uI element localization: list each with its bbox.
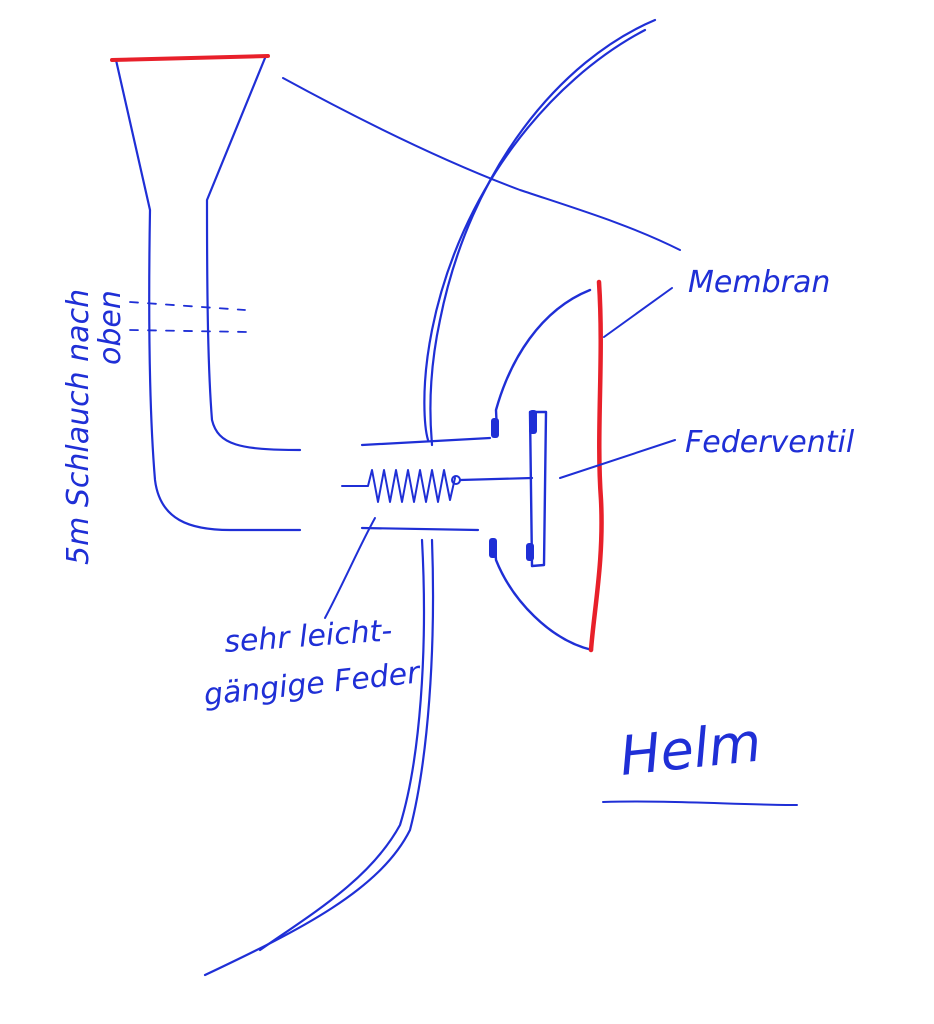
spring-note-line1: sehr leicht- xyxy=(223,613,393,660)
valve-tube xyxy=(360,436,492,532)
membrane-housing xyxy=(489,288,594,652)
helmet-shell-lower-inner xyxy=(203,538,435,977)
housing-upper-curve xyxy=(494,288,592,434)
housing-lower-curve xyxy=(493,543,594,652)
leader-feder xyxy=(324,517,376,619)
hose-note-line1: 5m Schlauch nach xyxy=(61,289,96,565)
helm-underline xyxy=(602,800,798,806)
housing-lower-lip xyxy=(489,538,497,558)
federventil-label: Federventil xyxy=(685,425,855,460)
leader-membran-long xyxy=(282,77,681,251)
helmet-shell-outer-curve xyxy=(423,28,647,442)
funnel-left-wall xyxy=(114,58,302,532)
spring-end-knot xyxy=(451,475,461,485)
helmet-shell-lower-outer xyxy=(258,538,426,952)
leader-membran-short xyxy=(603,287,673,338)
membran-label: Membran xyxy=(688,265,830,300)
plate-lower-cap xyxy=(526,543,534,561)
funnel-rim xyxy=(110,54,270,62)
helm-label: Helm xyxy=(617,710,764,787)
valve-plate xyxy=(528,410,548,568)
valve-stem xyxy=(458,476,534,482)
spring-coil xyxy=(341,469,456,503)
membrane xyxy=(588,279,604,653)
leader-lines xyxy=(282,77,798,806)
housing-upper-lip xyxy=(491,418,499,438)
labels: Membran Federventil sehr leicht- gängige… xyxy=(61,265,855,788)
spring xyxy=(341,469,534,503)
leader-federventil xyxy=(559,439,676,479)
valve-tube-top-wall xyxy=(360,436,492,447)
hose-funnel xyxy=(110,54,302,532)
spring-valve xyxy=(528,410,548,568)
funnel-right-wall xyxy=(205,56,302,452)
helmet-shell xyxy=(203,18,657,977)
hose-note-line2: oben xyxy=(93,290,128,365)
helmet-shell-inner-curve xyxy=(429,18,657,447)
spring-note-line2: gängige Feder xyxy=(202,655,423,713)
plate-upper-cap xyxy=(529,410,537,434)
valve-tube-bottom-wall xyxy=(360,526,480,532)
hose-break-marks xyxy=(129,301,249,333)
